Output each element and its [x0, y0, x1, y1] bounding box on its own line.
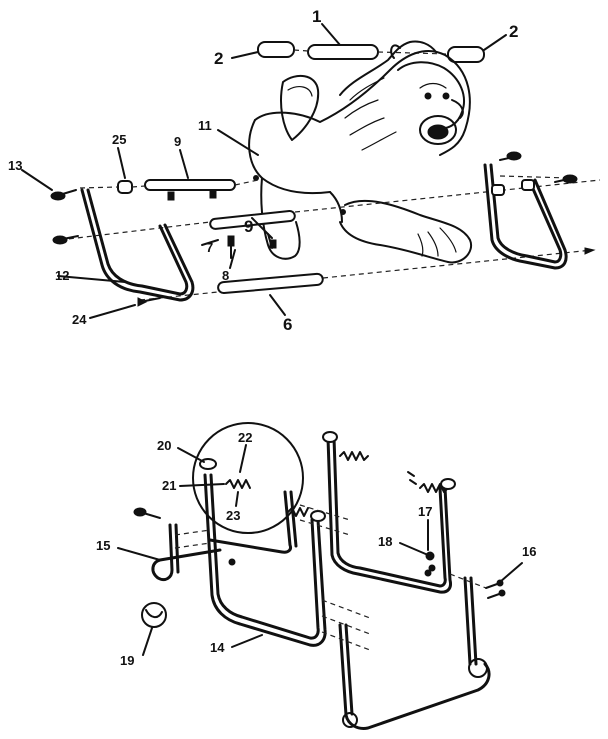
part-9-lower-tube — [59, 179, 601, 241]
rear-lower-frame — [338, 576, 491, 730]
label-18: 18 — [378, 534, 392, 549]
label-12: 12 — [55, 268, 69, 283]
label-1: 1 — [312, 7, 321, 26]
top-assembly: 1 2 2 25 9 11 13 12 24 6 8 7 9 — [8, 7, 601, 334]
mouth — [419, 115, 457, 145]
detail-circle — [192, 422, 304, 534]
label-11: 11 — [198, 118, 212, 133]
bottom-assembly: 20 22 21 23 15 19 14 18 17 16 — [96, 422, 536, 730]
label-23: 23 — [226, 508, 240, 523]
label-13: 13 — [8, 158, 22, 173]
rear-frame — [326, 436, 452, 594]
label-2-right: 2 — [509, 22, 518, 41]
guide-lines-bottom — [174, 504, 487, 651]
end-cap-left — [257, 41, 295, 58]
label-25: 25 — [112, 132, 126, 147]
end-cap-icon — [199, 431, 456, 522]
label-6: 6 — [283, 315, 292, 334]
spring-icon — [225, 451, 449, 517]
part-12-left-frame — [80, 188, 195, 302]
label-7: 7 — [206, 240, 213, 255]
callout-labels-top: 1 2 2 25 9 11 13 12 24 6 8 7 9 — [8, 7, 518, 334]
part-7-8-hardware — [201, 233, 277, 259]
bolt-icon — [50, 151, 578, 245]
label-22: 22 — [238, 430, 252, 445]
part-14-front-frame — [203, 473, 327, 647]
label-24: 24 — [72, 312, 87, 327]
part-19-wheel — [141, 602, 167, 628]
label-16: 16 — [522, 544, 536, 559]
leader-lines-bottom — [117, 444, 523, 656]
end-cap-right — [447, 46, 485, 63]
callout-labels-bottom: 20 22 21 23 15 19 14 18 17 16 — [96, 430, 536, 668]
part-15-side-rod — [151, 523, 222, 582]
top-tube — [307, 44, 379, 60]
label-17: 17 — [418, 504, 432, 519]
label-8: 8 — [222, 268, 229, 283]
label-2-left: 2 — [214, 49, 223, 68]
label-15: 15 — [96, 538, 110, 553]
part-1-top-tube — [257, 41, 485, 63]
leader-lines-top — [21, 23, 507, 319]
part-24-screw — [137, 247, 596, 307]
bottom-bolts — [133, 471, 506, 599]
label-14: 14 — [210, 640, 225, 655]
part-25-cap — [117, 180, 133, 194]
part-6-bottom-tube — [139, 249, 593, 301]
mouth-inner — [427, 124, 449, 140]
label-20: 20 — [157, 438, 171, 453]
lion-character-icon — [248, 40, 473, 264]
label-19: 19 — [120, 653, 134, 668]
nut-icon — [491, 179, 535, 196]
part-9-upper-tube — [117, 179, 259, 201]
part-12-right-frame — [483, 163, 568, 270]
label-9-lower: 9 — [244, 217, 253, 236]
label-9-upper: 9 — [174, 134, 181, 149]
label-21: 21 — [162, 478, 176, 493]
